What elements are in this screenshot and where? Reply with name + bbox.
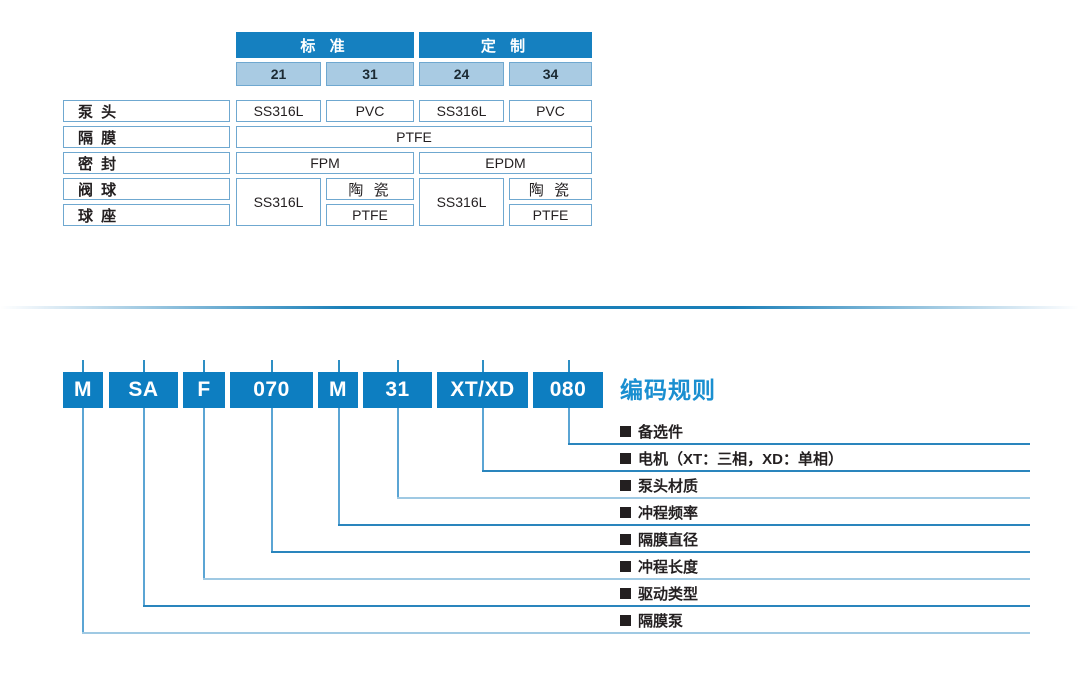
coding-label-text: 电机（XT：三相，XD：单相） <box>638 450 844 468</box>
row-label-seal: 密 封 <box>63 152 230 174</box>
leader-vline-stroke-frequency <box>338 408 340 526</box>
bullet-square-icon <box>620 587 631 599</box>
code-segment-diaphragm-diameter[interactable]: 070 <box>230 372 313 408</box>
cell-pump-head-24: SS316L <box>419 100 504 122</box>
stub-tick-0 <box>82 360 84 372</box>
coding-label-optional-parts: 备选件 <box>620 418 683 444</box>
row-label-pump-head: 泵 头 <box>63 100 230 122</box>
coding-label-drive-type: 驱动类型 <box>620 580 698 606</box>
leader-vline-optional-parts <box>568 408 570 445</box>
table-subheader-34: 34 <box>509 62 592 86</box>
code-segment-stroke-length[interactable]: F <box>183 372 225 408</box>
leader-vline-diaphragm-pump <box>82 408 84 634</box>
stub-tick-3 <box>271 360 273 372</box>
coding-label-diaphragm-diameter: 隔膜直径 <box>620 526 698 552</box>
stub-tick-7 <box>568 360 570 372</box>
leader-vline-motor <box>482 408 484 472</box>
code-segment-stroke-frequency[interactable]: M <box>318 372 358 408</box>
row-label-valve-ball: 阀 球 <box>63 178 230 200</box>
leader-vline-pump-head-material <box>397 408 399 499</box>
coding-label-text: 冲程频率 <box>638 504 699 522</box>
table-header-standard: 标 准 <box>236 32 414 58</box>
leader-hline-motor <box>482 470 1030 472</box>
leader-hline-diaphragm-pump <box>82 632 1030 634</box>
coding-rule-title: 编码规则 <box>620 377 716 403</box>
leader-hline-drive-type <box>143 605 1030 607</box>
coding-label-diaphragm-pump: 隔膜泵 <box>620 607 683 633</box>
coding-label-motor: 电机（XT：三相，XD：单相） <box>620 445 843 471</box>
coding-label-pump-head-material: 泵头材质 <box>620 472 698 498</box>
cell-pump-head-31: PVC <box>326 100 414 122</box>
cell-ballseat-standard-ptfe: PTFE <box>326 204 414 226</box>
bullet-square-icon <box>620 614 631 626</box>
cell-valveball-seat-standard-ss316l: SS316L <box>236 178 321 226</box>
stub-tick-4 <box>338 360 340 372</box>
table-subheader-31: 31 <box>326 62 414 86</box>
code-segment-optional-parts[interactable]: 080 <box>533 372 603 408</box>
table-subheader-24: 24 <box>419 62 504 86</box>
stub-tick-6 <box>482 360 484 372</box>
code-segment-motor[interactable]: XT/XD <box>437 372 528 408</box>
table-header-custom: 定 制 <box>419 32 592 58</box>
code-segment-diaphragm-pump[interactable]: M <box>63 372 103 408</box>
stub-tick-2 <box>203 360 205 372</box>
coding-label-text: 隔膜直径 <box>638 531 699 549</box>
bullet-square-icon <box>620 452 631 464</box>
coding-label-text: 隔膜泵 <box>638 612 684 630</box>
leader-hline-optional-parts <box>568 443 1030 445</box>
section-divider <box>0 306 1079 309</box>
coding-label-text: 备选件 <box>638 423 684 441</box>
cell-diaphragm-all: PTFE <box>236 126 592 148</box>
cell-valveball-seat-custom-ss316l: SS316L <box>419 178 504 226</box>
leader-hline-pump-head-material <box>397 497 1030 499</box>
cell-valveball-custom-ceramic: 陶 瓷 <box>509 178 592 200</box>
leader-hline-stroke-frequency <box>338 524 1030 526</box>
cell-ballseat-custom-ptfe: PTFE <box>509 204 592 226</box>
bullet-square-icon <box>620 479 631 491</box>
cell-seal-custom: EPDM <box>419 152 592 174</box>
coding-label-text: 冲程长度 <box>638 558 699 576</box>
row-label-ball-seat: 球 座 <box>63 204 230 226</box>
stub-tick-1 <box>143 360 145 372</box>
row-label-diaphragm: 隔 膜 <box>63 126 230 148</box>
leader-vline-diaphragm-diameter <box>271 408 273 553</box>
cell-seal-standard: FPM <box>236 152 414 174</box>
leader-vline-stroke-length <box>203 408 205 580</box>
table-subheader-21: 21 <box>236 62 321 86</box>
leader-hline-diaphragm-diameter <box>271 551 1030 553</box>
code-segment-drive-type[interactable]: SA <box>109 372 178 408</box>
stub-tick-5 <box>397 360 399 372</box>
bullet-square-icon <box>620 560 631 572</box>
cell-pump-head-34: PVC <box>509 100 592 122</box>
leader-hline-stroke-length <box>203 578 1030 580</box>
code-segment-pump-head-material[interactable]: 31 <box>363 372 432 408</box>
coding-label-stroke-length: 冲程长度 <box>620 553 698 579</box>
cell-valveball-standard-ceramic: 陶 瓷 <box>326 178 414 200</box>
coding-label-text: 驱动类型 <box>638 585 699 603</box>
bullet-square-icon <box>620 425 631 437</box>
cell-pump-head-21: SS316L <box>236 100 321 122</box>
leader-vline-drive-type <box>143 408 145 607</box>
bullet-square-icon <box>620 533 631 545</box>
coding-label-stroke-frequency: 冲程频率 <box>620 499 698 525</box>
coding-label-text: 泵头材质 <box>638 477 699 495</box>
bullet-square-icon <box>620 506 631 518</box>
